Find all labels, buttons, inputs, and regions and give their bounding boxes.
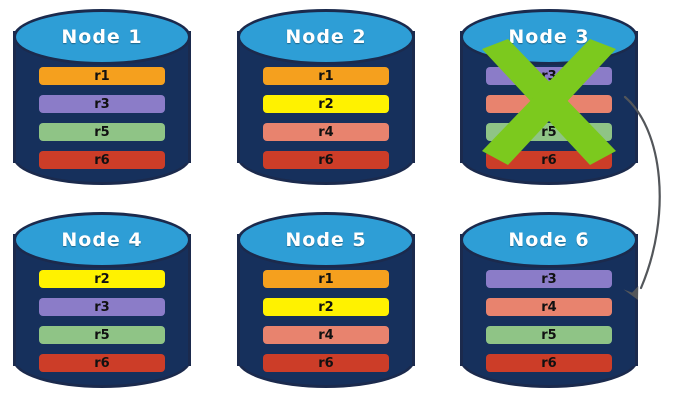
record-bar[interactable]: r4 xyxy=(263,123,389,141)
node-label: Node 2 xyxy=(285,26,367,48)
node-label: Node 3 xyxy=(508,26,590,48)
record-bar[interactable]: r2 xyxy=(39,270,165,288)
record-bar[interactable]: r4 xyxy=(263,326,389,344)
record-bar[interactable]: r5 xyxy=(486,326,612,344)
record-bar[interactable]: r6 xyxy=(486,151,612,169)
cylinder-top: Node 1 xyxy=(13,9,191,65)
record-bar[interactable]: r3 xyxy=(486,270,612,288)
record-list: r1 r2 r4 r6 xyxy=(263,270,389,372)
record-bar[interactable]: r1 xyxy=(263,67,389,85)
record-bar[interactable]: r2 xyxy=(263,298,389,316)
node-3[interactable]: Node 3 r3 r4 r5 r6 xyxy=(460,9,638,185)
cylinder-top: Node 6 xyxy=(460,212,638,268)
record-list: r1 r2 r4 r6 xyxy=(263,67,389,169)
record-bar[interactable]: r5 xyxy=(486,123,612,141)
record-list: r3 r4 r5 r6 xyxy=(486,67,612,169)
node-4[interactable]: Node 4 r2 r3 r5 r6 xyxy=(13,212,191,388)
record-bar[interactable]: r6 xyxy=(39,354,165,372)
record-bar[interactable]: r3 xyxy=(39,298,165,316)
node-1[interactable]: Node 1 r1 r3 r5 r6 xyxy=(13,9,191,185)
cylinder-top: Node 5 xyxy=(237,212,415,268)
cylinder-top: Node 2 xyxy=(237,9,415,65)
node-5[interactable]: Node 5 r1 r2 r4 r6 xyxy=(237,212,415,388)
node-label: Node 5 xyxy=(285,229,367,251)
node-label: Node 4 xyxy=(61,229,143,251)
record-bar[interactable]: r5 xyxy=(39,326,165,344)
node-label: Node 1 xyxy=(61,26,143,48)
record-bar[interactable]: r2 xyxy=(263,95,389,113)
record-bar[interactable]: r6 xyxy=(263,151,389,169)
record-bar[interactable]: r6 xyxy=(39,151,165,169)
record-bar[interactable]: r1 xyxy=(39,67,165,85)
record-bar[interactable]: r4 xyxy=(486,95,612,113)
node-2[interactable]: Node 2 r1 r2 r4 r6 xyxy=(237,9,415,185)
record-list: r1 r3 r5 r6 xyxy=(39,67,165,169)
record-list: r3 r4 r5 r6 xyxy=(486,270,612,372)
record-bar[interactable]: r1 xyxy=(263,270,389,288)
record-bar[interactable]: r6 xyxy=(486,354,612,372)
cylinder-top: Node 3 xyxy=(460,9,638,65)
record-bar[interactable]: r3 xyxy=(486,67,612,85)
node-6[interactable]: Node 6 r3 r4 r5 r6 xyxy=(460,212,638,388)
record-bar[interactable]: r4 xyxy=(486,298,612,316)
record-bar[interactable]: r6 xyxy=(263,354,389,372)
node-label: Node 6 xyxy=(508,229,590,251)
record-bar[interactable]: r3 xyxy=(39,95,165,113)
cylinder-top: Node 4 xyxy=(13,212,191,268)
record-list: r2 r3 r5 r6 xyxy=(39,270,165,372)
record-bar[interactable]: r5 xyxy=(39,123,165,141)
